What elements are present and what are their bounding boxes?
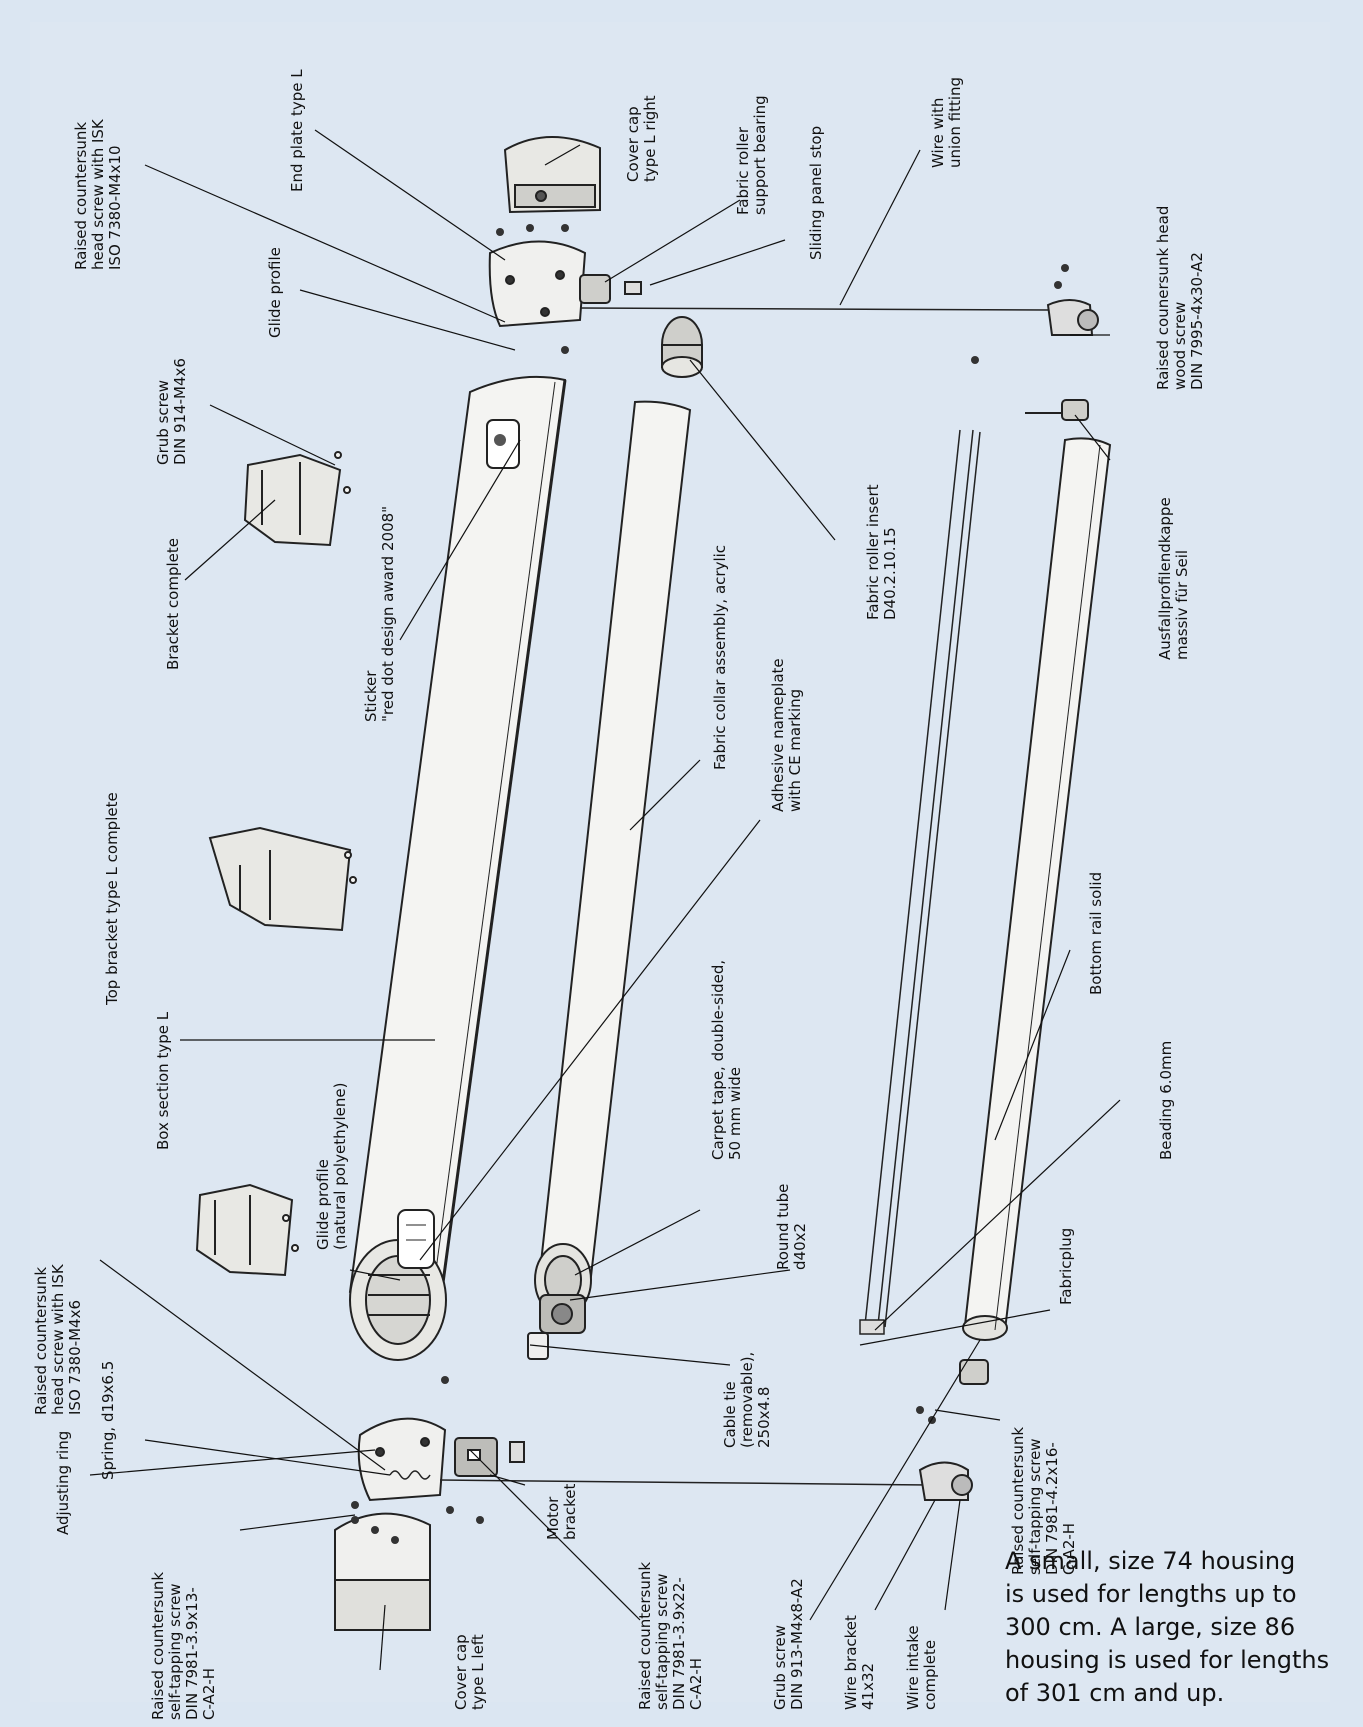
label-end-plate-l: End plate type L: [288, 69, 306, 192]
small-stop-left: [509, 1441, 525, 1463]
bracket-complete-top: [243, 451, 351, 547]
spring: [389, 1470, 431, 1480]
end-plate-left: [357, 1417, 447, 1502]
leader-lines: [89, 129, 1121, 1671]
label-self-tap-3-9x13: Raised countersunk self-tapping screw DI…: [149, 1571, 218, 1720]
label-cable-tie: Cable tie (removable), 250x4.8: [721, 1351, 773, 1448]
label-motor-bracket: Motor bracket: [544, 1483, 579, 1540]
top-bracket-l: [208, 826, 357, 932]
label-wire-union: Wire with union fitting: [929, 76, 964, 168]
ausfall-cap: [1025, 399, 1089, 421]
sliding-stop: [624, 281, 642, 295]
label-support-bearing: Fabric roller support bearing: [734, 95, 769, 215]
screws: [351, 224, 1069, 1544]
label-sticker: Sticker "red dot design award 2008": [362, 505, 397, 722]
motor-end: [527, 1294, 586, 1360]
label-round-tube: Round tube d40x2: [774, 1183, 809, 1270]
label-raised-screw-isk-left: Raised countersunk head screw with ISK I…: [32, 1264, 84, 1415]
label-wire-intake: Wire intake complete: [904, 1625, 939, 1710]
label-adjusting-ring: Adjusting ring: [54, 1430, 72, 1535]
label-glide-profile-top: Glide profile: [266, 247, 284, 338]
label-top-bracket: Top bracket type L complete: [103, 792, 121, 1005]
end-plate-right: [488, 240, 587, 328]
label-fabricplug: Fabricplug: [1057, 1227, 1075, 1305]
label-beading: Beading 6.0mm: [1157, 1040, 1175, 1160]
label-carpet-tape: Carpet tape, double-sided, 50 mm wide: [709, 959, 744, 1160]
label-wire-bracket: Wire bracket 41x32: [842, 1615, 877, 1710]
label-ausfall: Ausfallprofilendkappe massiv für Seil: [1156, 497, 1191, 660]
label-roller-insert: Fabric roller insert D40.2.10.15: [864, 484, 899, 620]
round-tube: [534, 400, 692, 1317]
label-spring: Spring, d19x6.5: [99, 1360, 117, 1480]
bottom-rail: [962, 437, 1112, 1341]
wire-intake-right: [1046, 299, 1099, 336]
sticker-plate: [486, 419, 520, 469]
cover-cap-right: [503, 136, 601, 214]
label-nameplate: Adhesive nameplate with CE marking: [769, 658, 804, 812]
housing-size-note: A small, size 74 housing is used for len…: [1005, 1547, 1330, 1707]
label-glide-profile-natural: Glide profile (natural polyethylene): [314, 1082, 349, 1250]
nameplate-plate: [397, 1209, 435, 1269]
bracket-complete-bottom: [195, 1183, 299, 1277]
label-bottom-rail: Bottom rail solid: [1087, 871, 1105, 995]
label-fabric-collar: Fabric collar assembly, acrylic: [711, 544, 729, 770]
label-grub-screw-913: Grub screw DIN 913-M4x8-A2: [771, 1578, 806, 1710]
label-box-section: Box section type L: [154, 1011, 172, 1150]
label-grub-screw-914: Grub screw DIN 914-M4x6: [154, 358, 189, 465]
label-wood-screw: Raised counersunk head wood screw DIN 79…: [1154, 205, 1206, 390]
label-raised-screw-isk-right: Raised countersunk head screw with ISK I…: [72, 119, 124, 270]
cover-cap-left: [334, 1512, 431, 1631]
label-sliding-panel-stop: Sliding panel stop: [807, 125, 825, 260]
wire-intake-left: [918, 1461, 973, 1501]
support-bearing: [579, 274, 611, 304]
label-bracket-complete: Bracket complete: [164, 538, 182, 670]
bottom-rail-cap-left: [959, 1359, 989, 1385]
fabric-panel-rail: [859, 429, 981, 1335]
label-cover-cap-left: Cover cap type L left: [452, 1634, 487, 1710]
label-cover-cap-right: Cover cap type L right: [624, 95, 659, 182]
label-self-tap-3-9x22: Raised countersunk self-tapping screw DI…: [636, 1561, 705, 1710]
